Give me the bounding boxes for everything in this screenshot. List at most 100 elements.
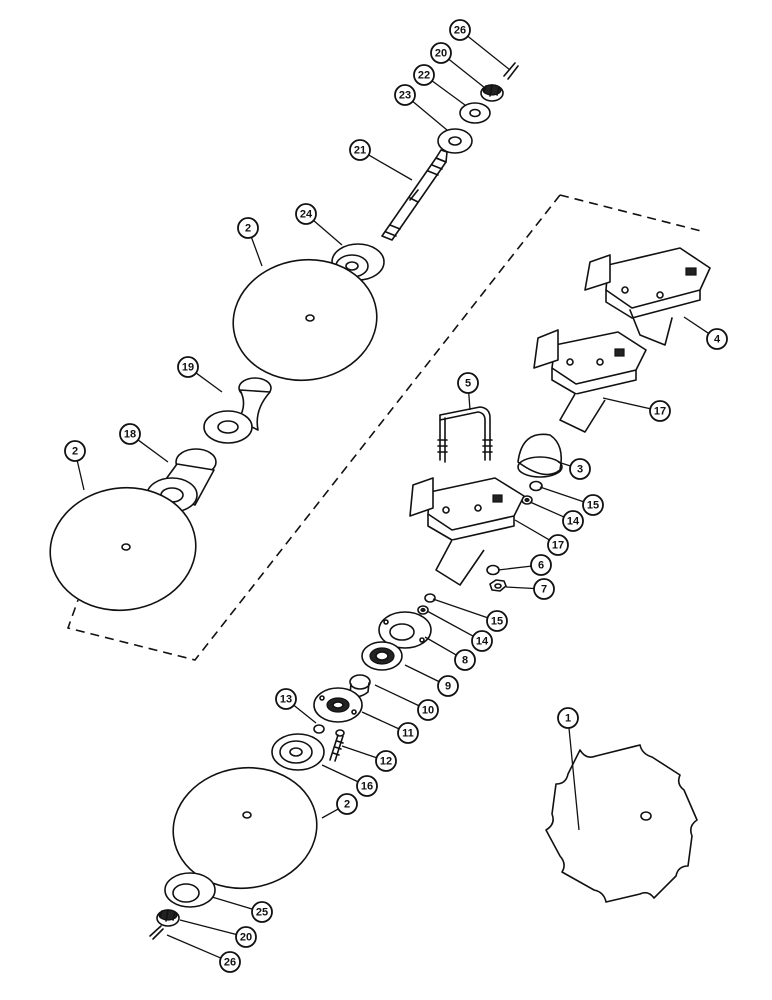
callout-number: 5 [465, 378, 471, 390]
callout-3: 3 [569, 458, 591, 480]
callout-circle [375, 750, 397, 772]
leader-line-8 [424, 636, 457, 656]
callout-4: 4 [706, 328, 728, 350]
callout-circle [275, 688, 297, 710]
nut-15-upper [529, 480, 543, 492]
callout-number: 6 [538, 560, 544, 572]
leader-line-15 [432, 598, 488, 619]
callout-24: 24 [295, 203, 317, 225]
notched-disc-1 [545, 744, 698, 903]
callout-15: 15 [486, 610, 508, 632]
leader-line-12 [341, 745, 377, 759]
bolt-12 [329, 729, 345, 762]
washer-23 [437, 128, 473, 154]
washer-14-lower [417, 605, 429, 615]
callout-20: 20 [235, 926, 257, 948]
flange-housing-8 [378, 611, 432, 649]
leader-line-2 [250, 237, 263, 267]
callout-circle [706, 328, 728, 350]
callout-number: 19 [182, 362, 194, 374]
callout-15: 15 [582, 494, 604, 516]
callout-circle [430, 42, 452, 64]
leader-line-7 [505, 586, 535, 590]
callout-circle [533, 578, 555, 600]
callout-circle [569, 458, 591, 480]
leader-line-14 [426, 610, 474, 637]
leader-line-6 [497, 565, 532, 571]
callout-circle [356, 775, 378, 797]
callout-number: 7 [541, 584, 547, 596]
flange-housing-11 [313, 687, 363, 723]
bracket-4 [584, 247, 711, 346]
leader-line-3 [557, 461, 571, 467]
bearing-cover-3 [517, 433, 563, 478]
callout-circle [177, 356, 199, 378]
callout-number: 24 [300, 209, 313, 221]
dashed-group-outline [66, 194, 706, 661]
callout-number: 18 [124, 429, 136, 441]
callout-circle [562, 510, 584, 532]
callout-circle [295, 203, 317, 225]
callout-17: 17 [649, 400, 671, 422]
callout-circle [336, 793, 358, 815]
callout-26: 26 [449, 19, 471, 41]
callout-number: 26 [454, 25, 466, 37]
cotter-pin-26-top [503, 62, 519, 80]
callout-19: 19 [177, 356, 199, 378]
disc-2-upper [232, 258, 378, 382]
leader-line-4 [683, 316, 710, 334]
callout-2: 2 [237, 217, 259, 239]
washer-22 [459, 102, 491, 124]
callout-number: 14 [567, 516, 580, 528]
callout-number: 16 [361, 781, 373, 793]
bolt-13 [313, 724, 325, 734]
leader-line-20 [179, 919, 237, 936]
callout-20: 20 [430, 42, 452, 64]
disc-2-left [49, 486, 197, 612]
leader-line-2 [321, 808, 339, 819]
callout-12: 12 [375, 750, 397, 772]
leader-line-24 [313, 220, 343, 246]
callout-9: 9 [437, 675, 459, 697]
callout-number: 20 [240, 932, 252, 944]
callout-14: 14 [562, 510, 584, 532]
callout-number: 17 [654, 406, 666, 418]
cotter-pin-26-bottom [149, 925, 164, 940]
callout-number: 15 [587, 500, 599, 512]
callout-5: 5 [457, 372, 479, 394]
callout-number: 2 [245, 223, 251, 235]
callout-17: 17 [547, 534, 569, 556]
callout-circle [454, 649, 476, 671]
leader-line-13 [293, 704, 317, 724]
callout-circle [413, 64, 435, 86]
callout-8: 8 [454, 649, 476, 671]
shaft-21 [381, 149, 448, 241]
leader-line-20 [448, 58, 486, 89]
nut-6 [486, 564, 500, 576]
callout-circle [349, 139, 371, 161]
callout-number: 21 [354, 145, 366, 157]
callout-14: 14 [471, 630, 493, 652]
callout-circle [119, 423, 141, 445]
leader-line-1 [568, 727, 580, 831]
callout-18: 18 [119, 423, 141, 445]
callout-number: 1 [565, 713, 571, 725]
leader-line-14 [529, 501, 565, 518]
leader-line-26 [467, 35, 511, 71]
bearing-9 [361, 641, 403, 671]
callout-16: 16 [356, 775, 378, 797]
callouts: 2620222321242419517182315141767151489101… [64, 19, 728, 973]
callout-number: 23 [399, 90, 411, 102]
callout-circle [437, 675, 459, 697]
callout-21: 21 [349, 139, 371, 161]
leader-line-17 [602, 397, 651, 410]
castle-nut-20-bottom [156, 909, 180, 927]
leader-line-22 [431, 80, 466, 106]
callout-number: 3 [577, 464, 583, 476]
callout-circle [417, 699, 439, 721]
u-bolt-5 [437, 406, 493, 463]
leader-line-18 [137, 439, 169, 463]
callout-circle [219, 951, 241, 973]
spacer-25 [164, 872, 216, 908]
